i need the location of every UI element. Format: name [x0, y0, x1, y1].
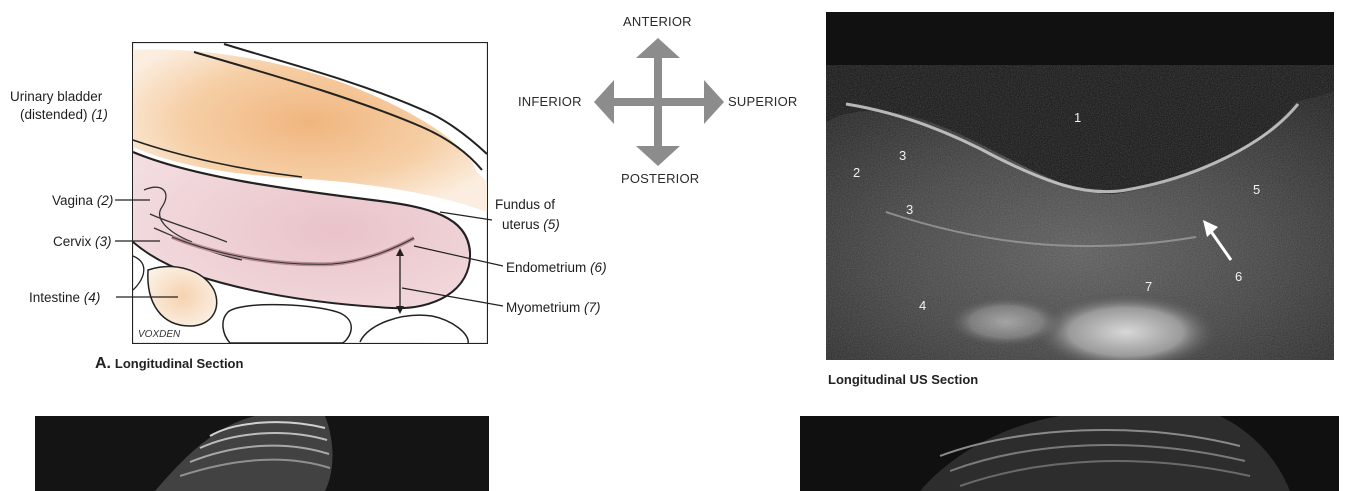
us-number-3b: 3: [906, 202, 913, 217]
us-number-3a: 3: [899, 148, 906, 163]
direction-inferior: INFERIOR: [518, 94, 582, 109]
us-number-2: 2: [853, 165, 860, 180]
compass-horizontal-bar: [612, 98, 706, 106]
ultrasound-image-bottom-left: [35, 416, 489, 491]
us-number-4: 4: [919, 298, 926, 313]
us-number-7: 7: [1145, 279, 1152, 294]
direction-superior: SUPERIOR: [728, 94, 798, 109]
ultrasound-image: 1 2 3 3 4 5 6 7: [826, 12, 1334, 360]
leader-endometrium: [414, 246, 503, 266]
us-number-1: 1: [1074, 110, 1081, 125]
ultrasound-image-bottom-right: [800, 416, 1339, 491]
direction-anterior: ANTERIOR: [623, 14, 692, 29]
arrow-right-icon: [704, 80, 724, 124]
us-number-6: 6: [1235, 269, 1242, 284]
direction-posterior: POSTERIOR: [621, 171, 699, 186]
leader-fundus: [440, 212, 492, 220]
us-number-5: 5: [1253, 182, 1260, 197]
drawing-caption: A. Longitudinal Section: [95, 355, 243, 373]
arrow-down-icon: [636, 146, 680, 166]
arrow-left-icon: [594, 80, 614, 124]
us-bright-region-2: [946, 296, 1066, 348]
leader-myometrium: [402, 288, 503, 306]
orientation-compass: [590, 36, 730, 168]
caption-text: Longitudinal Section: [115, 356, 244, 371]
caption-letter: A.: [95, 355, 111, 372]
arrow-up-icon: [636, 38, 680, 58]
ultrasound-caption: Longitudinal US Section: [828, 372, 978, 387]
